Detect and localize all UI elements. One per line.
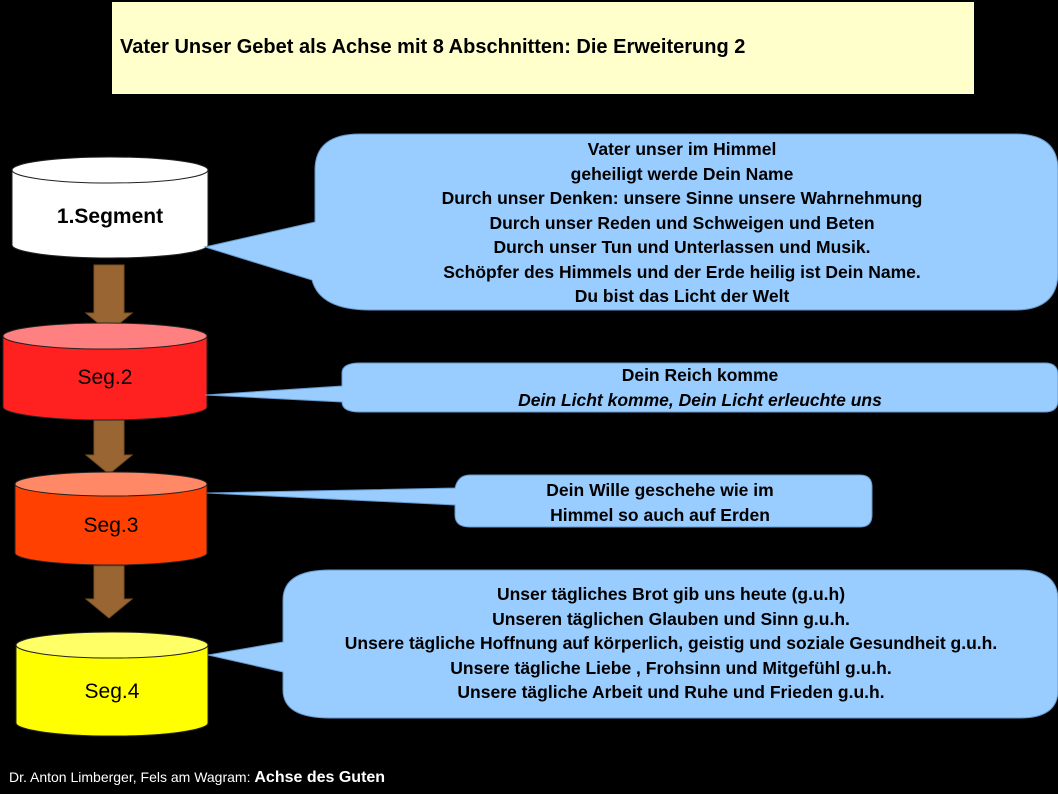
speech-bubble-4 [207,569,1058,719]
bubble-3-line: Dein Wille geschehe wie im [546,480,774,500]
bubble-1-line: Du bist das Licht der Welt [574,286,790,306]
bubble-4-line: Unser tägliches Brot gib uns heute (g.u.… [496,584,846,604]
segment-3-label: Seg.3 [83,514,139,537]
bubble-3-line: Himmel so auch auf Erden [550,504,770,525]
bubble-2-text: Dein Reich komme Dein Licht komme, Dein … [380,363,1020,412]
speech-bubble-1 [203,133,1058,311]
bubble-1-line: Vater unser im Himmel [587,139,777,159]
segment-1-label: 1.Segment [56,205,164,228]
bubble-2-line: Dein Reich komme [621,365,779,385]
segment-1-cylinder [11,156,209,259]
bubble-4-text: Unser tägliches Brot gib uns heute (g.u.… [286,582,1056,705]
bubble-1-line: Durch unser Reden und Schweigen und Bete… [489,212,875,233]
footer: Dr. Anton Limberger, Fels am Wagram: Ach… [9,769,385,787]
arrow-2 [84,415,134,475]
bubble-4-line: Unseren täglichen Glauben und Sinn g.u.h… [492,608,850,629]
bubble-1-line: Durch unser Tun und Unterlassen und Musi… [493,237,871,257]
segment-4-label: Seg.4 [84,680,140,703]
segment-3-cylinder [14,471,208,566]
bubble-1-line: geheiligt werde Dein Name [570,163,794,184]
bubble-4-line: Unsere tägliche Arbeit und Ruhe und Frie… [457,682,885,702]
bubble-2-line: Dein Licht komme, Dein Licht erleuchte u… [518,389,882,410]
footer-author: Dr. Anton Limberger, Fels am Wagram: [9,769,251,785]
arrow-1 [84,264,134,333]
bubble-3-text: Dein Wille geschehe wie im Himmel so auc… [460,478,860,527]
bubble-4-line: Unsere tägliche Hoffnung auf körperlich,… [344,633,998,653]
footer-emphasis: Achse des Guten [254,769,386,786]
segment-4-cylinder [15,631,209,737]
speech-bubble-2 [204,362,1058,413]
bubble-1-line: Schöpfer des Himmels und der Erde heilig… [443,261,921,282]
segment-2-cylinder [2,322,208,421]
bubble-4-line: Unsere tägliche Liebe , Frohsinn und Mit… [450,657,892,678]
page-title: Vater Unser Gebet als Achse mit 8 Abschn… [120,36,746,58]
bubble-1-text: Vater unser im Himmel geheiligt werde De… [352,137,1012,309]
speech-bubble-3 [206,474,873,528]
title-box: Vater Unser Gebet als Achse mit 8 Abschn… [112,2,974,94]
arrow-3 [84,565,134,619]
segment-2-label: Seg.2 [77,366,133,389]
bubble-1-line: Durch unser Denken: unsere Sinne unsere … [441,188,923,208]
